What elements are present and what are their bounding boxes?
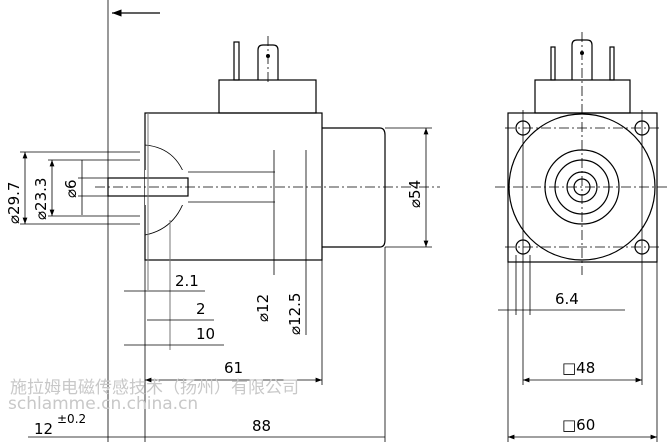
watermark-site: schlamme.cn.china.cn: [8, 394, 198, 414]
connector-housing: [218, 79, 317, 114]
end-connector: [534, 79, 631, 114]
dimensions-side: ⌀29.7 ⌀23.3 ⌀6 ⌀54 ⌀12 ⌀12.5 2.1 2 10 61…: [5, 127, 432, 438]
dim-sq48: □48: [562, 359, 595, 377]
dim-2: 2: [196, 300, 206, 318]
armature-tube: [322, 127, 386, 248]
dim-d12-5: ⌀12.5: [286, 293, 304, 335]
side-view: [95, 0, 440, 442]
dim-d54: ⌀54: [406, 180, 424, 208]
dim-2-1: 2.1: [175, 272, 199, 290]
dim-12-tolerance: ±0.2: [57, 412, 86, 426]
pin: [233, 41, 240, 81]
dim-d29-7: ⌀29.7: [5, 182, 23, 224]
dim-10: 10: [196, 325, 215, 343]
dim-d6: ⌀6: [62, 179, 80, 198]
dim-d12: ⌀12: [254, 294, 272, 322]
dim-88: 88: [252, 417, 271, 435]
dim-6-4: 6.4: [555, 290, 579, 308]
dim-sq60: □60: [562, 416, 595, 434]
dim-61: 61: [224, 359, 243, 377]
dim-12: 12: [34, 420, 53, 438]
dim-d23-3: ⌀23.3: [32, 178, 50, 220]
watermark-company: 施拉姆电磁传感技术（扬州）有限公司: [10, 378, 299, 398]
end-view: 6.4 □48 □60: [495, 32, 667, 442]
